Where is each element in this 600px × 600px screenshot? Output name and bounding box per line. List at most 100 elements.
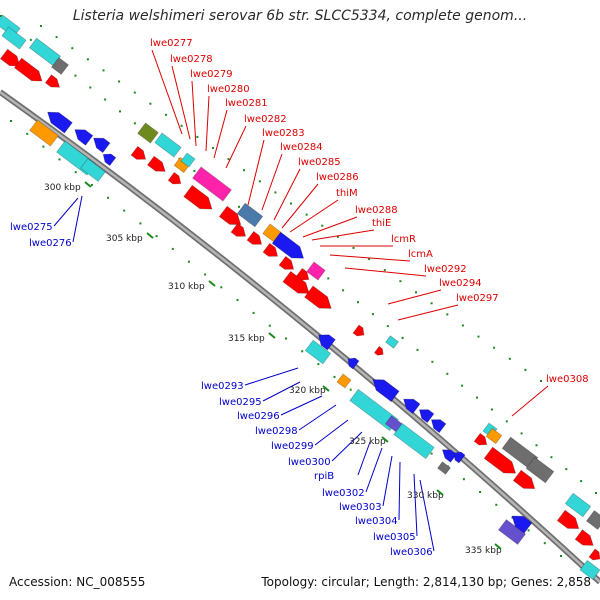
cds-arrow-shape [44, 74, 61, 88]
cds-arrow-shape [352, 324, 365, 337]
cds-arrow-shape [167, 171, 182, 185]
label-lwe0308: lwe0308 [546, 374, 589, 385]
leader-line [213, 109, 228, 159]
label-leaders [53, 49, 549, 552]
gene-arrow [93, 137, 111, 154]
guide-dot [430, 302, 433, 305]
guide-dot [285, 337, 287, 340]
guide-dot [383, 269, 386, 272]
guide-dot [74, 171, 77, 174]
gene-block [497, 519, 527, 545]
guide-dot [71, 47, 74, 50]
cds-arrow-shape [282, 270, 310, 294]
label-lwe0294: lwe0294 [439, 278, 482, 289]
leader-line [225, 125, 247, 169]
label-lwe0296: lwe0296 [237, 411, 280, 422]
cds-arrow [352, 324, 365, 337]
gene-arrow-shape [271, 231, 305, 259]
gene-block [564, 492, 592, 518]
gene-block [304, 339, 332, 365]
label-lwe0279: lwe0279 [190, 69, 233, 80]
guide-dot [74, 74, 77, 77]
guide-dot [565, 468, 568, 471]
gene-block-shape [51, 57, 69, 75]
guide-dot [193, 170, 196, 172]
ruler-label: 315 kbp [228, 334, 265, 344]
cds-arrow-shape [473, 432, 488, 446]
leader-line [281, 183, 319, 229]
cds-arrow [13, 57, 43, 82]
gene-arrow [441, 449, 458, 463]
guide-dot [26, 132, 29, 135]
leader-line [151, 49, 183, 135]
cds-arrow [44, 74, 61, 88]
gene-block [385, 335, 399, 349]
gene-arrow [453, 451, 466, 464]
guide-dot [352, 246, 355, 249]
guide-dot [274, 191, 277, 194]
ruler-tick [381, 436, 389, 443]
gene-arrow [47, 111, 73, 134]
gene-block-shape [393, 422, 435, 460]
guide-dot [258, 180, 261, 183]
leader-line [413, 473, 418, 537]
label-lwe0278: lwe0278 [170, 54, 213, 65]
gene-block-shape [137, 122, 159, 144]
guide-dot [86, 58, 89, 61]
guide-dot [243, 169, 246, 172]
leader-line [397, 304, 459, 321]
guide-dot [119, 110, 121, 113]
ruler-tick [436, 489, 444, 496]
leader-line [273, 168, 301, 221]
gene-arrow [271, 231, 305, 259]
cds-arrow-shape [0, 48, 21, 67]
ruler-tick [268, 332, 276, 339]
leader-line [298, 404, 337, 431]
label-lwe0299: lwe0299 [271, 441, 314, 452]
label-lwe0288: lwe0288 [355, 205, 398, 216]
gene-block [349, 388, 399, 432]
gene-arrow-shape [441, 449, 458, 463]
gene-block-shape [29, 119, 59, 147]
gene-block [306, 261, 326, 281]
leader-line [331, 431, 363, 462]
cds-arrow-shape [230, 222, 247, 237]
ruler-tick [322, 385, 330, 392]
cds-arrow [574, 529, 594, 546]
label-lwe0297: lwe0297 [456, 293, 499, 304]
gene-block-shape [1, 26, 27, 50]
label-lwe0283: lwe0283 [262, 128, 305, 139]
label-lwe0305: lwe0305 [373, 532, 416, 543]
cds-arrow [473, 432, 488, 446]
gene-arrow [430, 419, 447, 434]
guide-dot [479, 491, 482, 493]
guide-dot [155, 235, 158, 238]
gene-arrow-shape [347, 357, 360, 370]
leader-line [72, 195, 83, 243]
guide-dot [446, 372, 449, 375]
cds-arrow [230, 222, 247, 237]
gene-block-shape [336, 373, 352, 389]
gene-block-shape [525, 456, 555, 484]
cds-arrow-shape [483, 446, 517, 474]
guide-dot [336, 235, 339, 238]
guide-dot [495, 503, 498, 506]
guide-dot [490, 408, 493, 411]
ruler-label: 325 kbp [349, 437, 386, 447]
gene-arrow-shape [418, 409, 435, 424]
ruler-tick [84, 181, 92, 188]
gene-arrow-shape [430, 419, 447, 434]
gene-block-shape [180, 152, 196, 168]
leader-line [289, 199, 339, 233]
leader-line [244, 367, 299, 386]
label-lwe0277: lwe0277 [150, 38, 193, 49]
label-lwe0293: lwe0293 [201, 381, 244, 392]
leader-line [382, 455, 393, 507]
cds-arrow [146, 155, 166, 172]
guide-dot [524, 368, 527, 371]
guide-dot [580, 480, 583, 483]
accession-text: Accession: NC_008555 [9, 575, 146, 589]
leader-line [344, 267, 427, 277]
guide-dot [180, 124, 183, 127]
gene-block-shape [154, 132, 182, 158]
